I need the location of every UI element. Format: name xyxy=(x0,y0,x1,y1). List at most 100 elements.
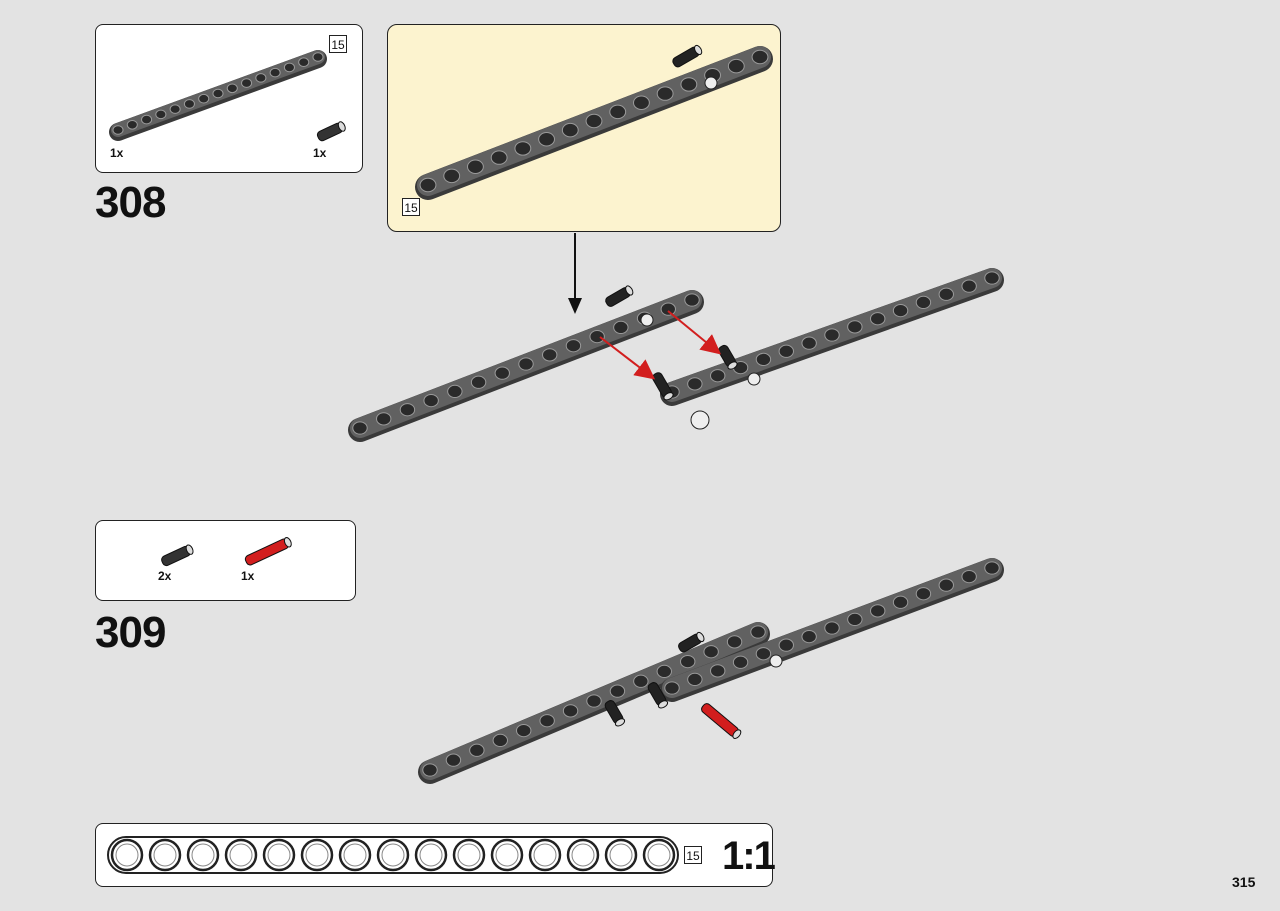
callout-beam-hole xyxy=(656,86,674,101)
step309-beam-left-hole xyxy=(539,714,555,728)
ruler-hole-inner xyxy=(457,843,481,867)
step-number-309: 309 xyxy=(95,608,166,657)
main-beam-right-hole xyxy=(984,271,1000,285)
callout-axle-hole xyxy=(704,76,718,90)
step309-beam-left-hole xyxy=(422,763,438,777)
part-beam-15-hole xyxy=(141,114,153,125)
main-beam-right-hole xyxy=(687,377,703,391)
callout-beam-length-label: 15 xyxy=(402,198,420,216)
main-beam-right-hole xyxy=(824,328,840,342)
step309-beam-left-hole xyxy=(492,733,508,748)
main-beam-right-hole xyxy=(915,295,932,310)
main-beam-left-hole xyxy=(542,348,558,362)
main-beam-left-hole xyxy=(613,320,629,335)
step309-beam-left-hole xyxy=(750,625,766,639)
main-beam-right-hole xyxy=(778,344,794,358)
step309-beam-right-hole xyxy=(755,647,772,661)
main-beam-left-hole xyxy=(352,421,368,435)
callout-arrow-head xyxy=(568,298,582,314)
part-beam-15-hole xyxy=(269,67,281,78)
ruler-hole-inner xyxy=(115,843,139,867)
page-number: 315 xyxy=(1232,874,1256,890)
step309-black-pin xyxy=(161,544,194,567)
step309-beam-left-hole xyxy=(656,664,672,679)
part-beam-15-hole xyxy=(298,57,310,67)
main-beam-left-hole xyxy=(565,339,582,353)
ruler-hole-inner xyxy=(647,843,671,867)
ruler-hole-inner xyxy=(153,843,177,867)
main-beam-right-hole xyxy=(801,336,817,350)
ruler-hole-inner xyxy=(343,843,367,867)
part-beam-15-hole xyxy=(183,99,195,109)
step-number-308: 308 xyxy=(95,178,166,227)
main-beam-left-hole xyxy=(494,366,510,380)
part-black-pin xyxy=(316,121,346,142)
step309-beam-right-hole xyxy=(732,655,749,669)
ruler-hole-inner xyxy=(571,843,595,867)
callout-beam-hole xyxy=(490,150,508,165)
callout-beam-hole xyxy=(751,49,769,65)
main-beam-right-hole xyxy=(847,320,863,334)
ruler-hole-inner xyxy=(419,843,443,867)
ruler-hole-inner xyxy=(495,843,519,867)
callout-beam-hole xyxy=(585,113,603,129)
step309-beam-right-hole xyxy=(687,672,703,687)
step-309-parts-box xyxy=(95,520,356,601)
main-beam-left-hole xyxy=(660,302,676,316)
step309-beam-right-hole xyxy=(915,587,932,601)
step309-beam-right-hole xyxy=(870,604,886,618)
main-axle-hole-left xyxy=(640,313,654,327)
main-beam-left-hole xyxy=(589,329,605,344)
step309-pin-lower xyxy=(604,700,626,727)
callout-beam-hole xyxy=(609,104,627,120)
step309-beam-right-hole xyxy=(961,569,977,584)
part-beam-15-hole xyxy=(212,88,224,99)
step309-beam-right-hole xyxy=(847,612,863,627)
step309-beam-left-hole xyxy=(726,635,743,649)
step309-beam-left-hole xyxy=(562,704,579,718)
main-beam-left-hole xyxy=(399,403,416,417)
callout-beam-hole xyxy=(467,159,484,174)
main-beam-left-hole xyxy=(376,412,392,426)
part-beam-15-hole xyxy=(283,62,295,73)
main-beam-right-hole xyxy=(892,303,909,318)
part-beam-15-hole xyxy=(126,120,138,130)
main-beam-right-hole xyxy=(870,312,886,326)
step309-beam-left-hole xyxy=(445,753,462,767)
step309-beam-right-hole xyxy=(778,638,794,652)
insert-arrow-1 xyxy=(599,336,656,380)
ruler-hole-inner xyxy=(305,843,329,867)
main-beam-right-hole xyxy=(755,352,772,367)
step309-beam-left-hole xyxy=(703,645,719,659)
main-pin-a xyxy=(652,372,674,401)
main-beam-left-hole xyxy=(684,293,700,307)
main-beam-left-hole xyxy=(423,393,439,408)
part-beam-15-hole xyxy=(169,104,181,114)
part-beam-15-hole xyxy=(226,83,238,94)
part-beam-15-hole xyxy=(241,78,253,88)
part-beam-15-hole xyxy=(112,125,124,135)
ruler-hole-inner xyxy=(609,843,633,867)
step309-beam-left-hole xyxy=(680,654,696,669)
main-beam-left-hole xyxy=(470,375,487,389)
main-axle-hole-right xyxy=(747,372,761,386)
step309-pin-mid xyxy=(647,682,669,709)
step309-beam-right-hole xyxy=(892,595,909,609)
part-red-pin-qty: 1x xyxy=(241,569,255,583)
main-pin-b xyxy=(718,344,738,370)
step309-red-pin-installed xyxy=(701,703,742,739)
part-beam-15-hole xyxy=(198,93,210,104)
part-beam-qty: 1x xyxy=(110,146,124,160)
step309-beam-left-hole xyxy=(469,743,485,757)
step309-top-pin xyxy=(678,631,705,653)
step309-axle-hole xyxy=(769,654,783,668)
part-pin-qty: 1x xyxy=(313,146,327,160)
callout-beam-hole xyxy=(443,168,461,184)
part-black-pin-qty: 2x xyxy=(158,569,172,583)
callout-beam-hole xyxy=(561,122,579,138)
step309-beam-left-hole xyxy=(516,723,532,738)
ruler-length-label: 15 xyxy=(684,846,702,864)
ruler-scale-label: 1:1 xyxy=(722,834,776,878)
part-beam-15-hole xyxy=(155,109,167,120)
